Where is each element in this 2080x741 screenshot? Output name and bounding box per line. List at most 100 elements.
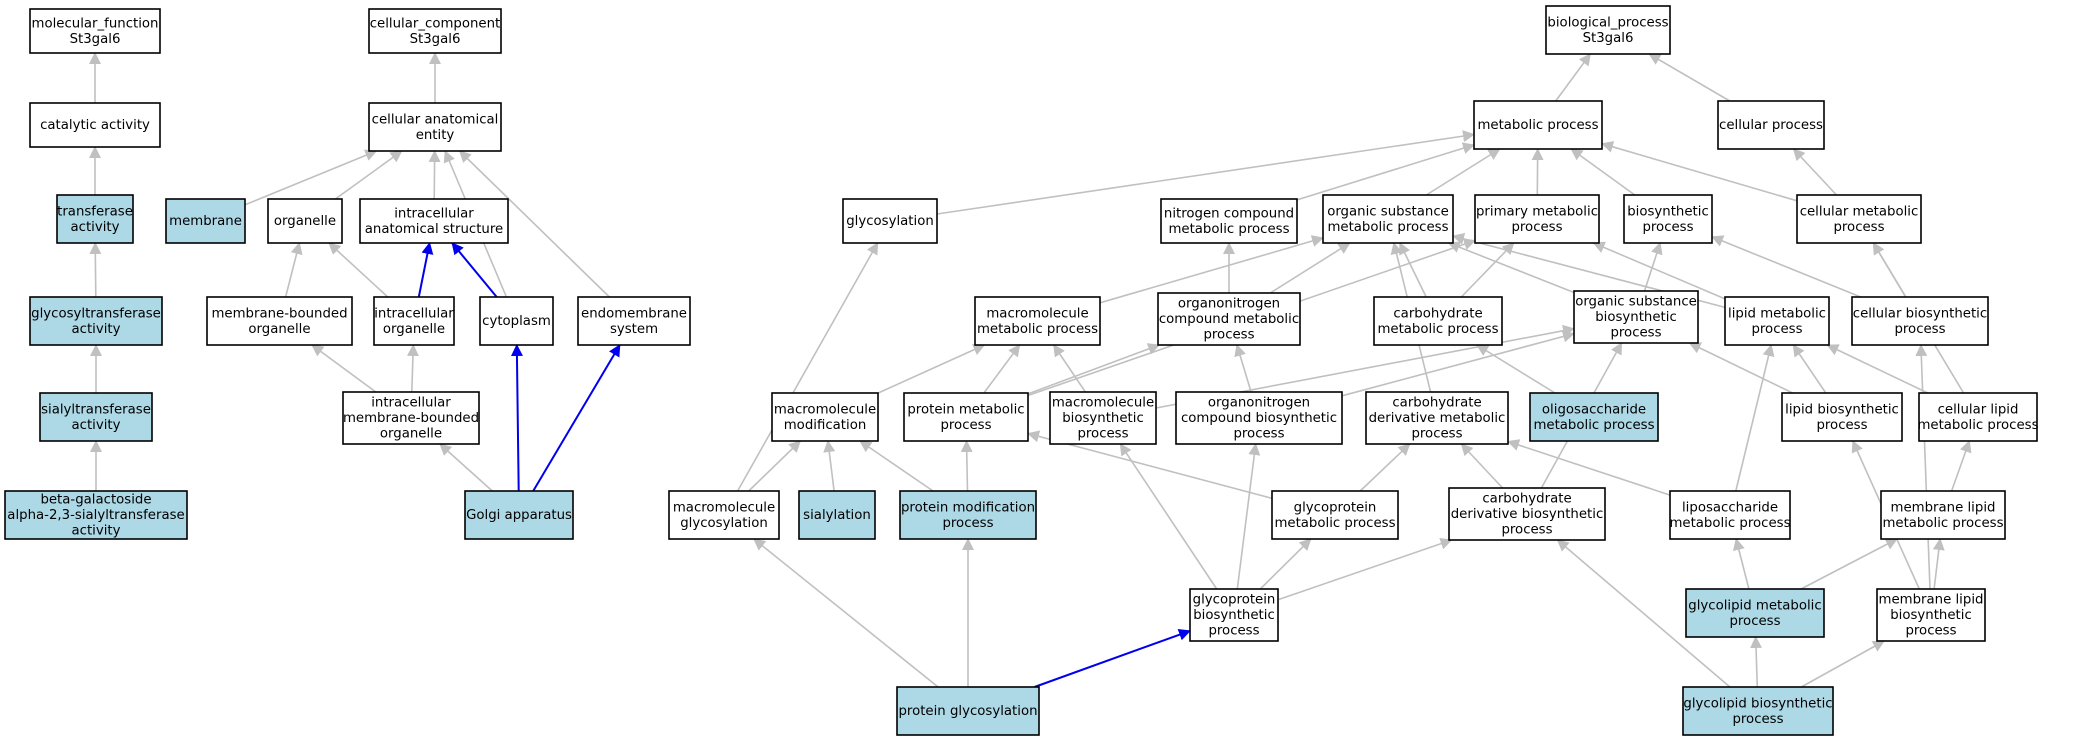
node-label-line: organelle [380, 427, 442, 442]
node-sialylation[interactable]: sialylation [798, 490, 876, 540]
edge-glycolipid_met-to-mem_lipid_met [1800, 538, 1898, 590]
edges-layer [89, 52, 1972, 688]
node-label-line: process [1208, 624, 1259, 639]
node-box [165, 198, 246, 244]
node-label-line: process [942, 516, 993, 531]
node-label-line: derivative metabolic [1369, 411, 1506, 426]
node-label-line: glycolipid metabolic [1688, 598, 1821, 613]
edge-line [1460, 443, 1504, 489]
node-label-line: transferase [57, 204, 133, 219]
node-catalytic[interactable]: catalytic activity [29, 102, 161, 148]
node-box [1669, 490, 1791, 540]
edge-orgnitro_bio-to-orgnitro_met [1234, 344, 1252, 393]
edge-glycolipid_bio-to-mem_lipid_bio [1800, 640, 1885, 688]
edge-glycoprot_bio-to-glycoprot_met [1259, 538, 1312, 590]
node-box [1160, 198, 1298, 244]
node-box [39, 392, 153, 442]
edge-sialylation-to-macro_mod [823, 440, 836, 492]
edge-line [334, 150, 403, 200]
node-metabolic[interactable]: metabolic process [1473, 100, 1603, 150]
node-label-line: metabolic process [1882, 516, 2003, 531]
edge-liposacch-to-lipid_met [1735, 344, 1775, 492]
node-label-line: organonitrogen [1208, 396, 1310, 411]
node-membrane[interactable]: membrane [165, 198, 246, 244]
node-box [1545, 5, 1671, 55]
node-label-line: cytoplasm [482, 314, 551, 329]
edge-line [1476, 344, 1556, 394]
node-cytoplasm[interactable]: cytoplasm [479, 296, 554, 346]
node-label-line: biosynthetic [1193, 608, 1275, 623]
node-label-line: glycoprotein [1294, 500, 1377, 515]
node-box [1189, 588, 1279, 642]
edge-line [1053, 344, 1087, 393]
node-organelle[interactable]: organelle [267, 198, 343, 244]
node-cellular-proc[interactable]: cellular process [1717, 100, 1825, 150]
edge-macro_met-to-org_sub_met [1099, 235, 1324, 304]
edge-intra_mem_org-to-intra_org [406, 344, 419, 393]
node-label-line: process [1905, 624, 1956, 639]
edge-line [736, 242, 879, 492]
node-beta-gal[interactable]: beta-galactosidealpha-2,3-sialyltransfer… [4, 490, 188, 540]
edge-line [859, 440, 934, 492]
node-golgi[interactable]: Golgi apparatus [464, 490, 574, 540]
edge-line [510, 344, 523, 492]
node-label-line: cellular process [1719, 118, 1823, 133]
edge-org_sub_bio-to-biosynthetic [1643, 242, 1663, 292]
edge-glycolipid_met-to-liposacch [1733, 538, 1750, 590]
edge-prot_met-to-macro_met [983, 344, 1021, 394]
edge-cellular_proc-to-bp_root [1648, 53, 1731, 102]
node-box [1623, 194, 1713, 244]
node-label-line: metabolic process [1669, 516, 1790, 531]
node-glycosylation[interactable]: glycosylation [842, 198, 938, 244]
node-prot-glyc[interactable]: protein glycosylation [896, 686, 1040, 736]
node-box [1529, 392, 1659, 442]
edge-metabolic-to-bp_root [1555, 53, 1591, 102]
edge-line [1592, 241, 1726, 300]
edge-line [1296, 142, 1475, 201]
node-label-line: organonitrogen [1178, 297, 1280, 312]
node-box [56, 194, 134, 244]
